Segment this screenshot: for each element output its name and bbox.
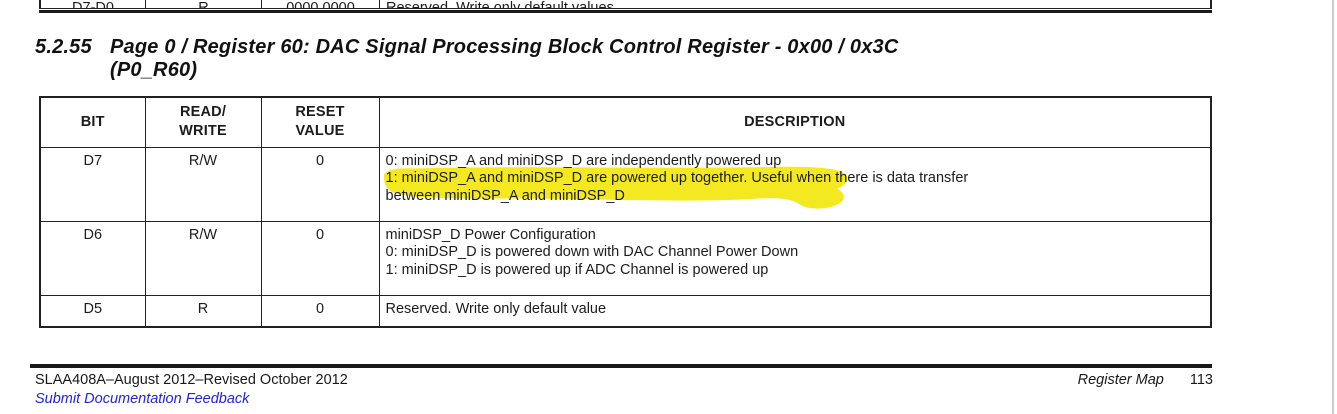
bit-cell: D6 xyxy=(39,220,146,296)
table-row: D5 R 0 Reserved. Write only default valu… xyxy=(39,294,1212,328)
description-cell: 0: miniDSP_A and miniDSP_D are independe… xyxy=(378,146,1212,222)
bit-cell: D5 xyxy=(39,294,146,328)
reset-value-cell: 0 xyxy=(260,294,380,328)
description-line: miniDSP_D Power Configuration xyxy=(385,226,596,243)
table-row: D6 R/W 0 miniDSP_D Power Configuration 0… xyxy=(39,220,1212,296)
fragment-bit-cell: D7-D0 xyxy=(41,0,146,8)
page-edge-line xyxy=(1332,0,1334,414)
description-line: 1: miniDSP_D is powered up if ADC Channe… xyxy=(385,261,769,278)
section-title-line1: Page 0 / Register 60: DAC Signal Process… xyxy=(110,36,899,58)
read-write-cell: R xyxy=(144,294,262,328)
description-line: Reserved. Write only default value xyxy=(385,300,607,317)
read-write-cell: R/W xyxy=(144,220,262,296)
description-line: 0: miniDSP_A and miniDSP_D are independe… xyxy=(385,152,782,169)
description-line-highlighted: 1: miniDSP_A and miniDSP_D are powered u… xyxy=(385,170,969,186)
fragment-rw-cell: R xyxy=(146,0,262,8)
reset-value-cell: 0 xyxy=(260,220,380,296)
table-row: D7-D0 R 0000 0000 Reserved. Write only d… xyxy=(39,0,1212,9)
fragment-description-cell: Reserved. Write only default values xyxy=(386,0,614,9)
description-cell: miniDSP_D Power Configuration 0: miniDSP… xyxy=(378,220,1212,296)
footer-rule xyxy=(30,364,1212,368)
reset-value-cell: 0 xyxy=(260,146,380,222)
col-header-bit: BIT xyxy=(39,96,146,148)
footer: SLAA408A–August 2012–Revised October 201… xyxy=(35,372,1213,388)
description-line: between miniDSP_A and miniDSP_D xyxy=(385,187,625,204)
footer-section-title: Register Map xyxy=(1077,372,1164,388)
col-header-description: DESCRIPTION xyxy=(378,96,1212,148)
previous-table-fragment: D7-D0 R 0000 0000 Reserved. Write only d… xyxy=(39,0,1212,13)
description-cell: Reserved. Write only default value xyxy=(378,294,1212,328)
section-number: 5.2.55 xyxy=(35,36,92,58)
section-title-line2: (P0_R60) xyxy=(110,59,198,81)
submit-documentation-feedback-link[interactable]: Submit Documentation Feedback xyxy=(35,391,250,407)
col-header-read-write: READ/WRITE xyxy=(144,96,262,148)
table-row: D7 R/W 0 0: miniDSP_A and miniDSP_D are … xyxy=(39,146,1212,222)
section-title: Page 0 / Register 60: DAC Signal Process… xyxy=(110,36,898,82)
document-id: SLAA408A–August 2012–Revised October 201… xyxy=(35,372,348,388)
page-number: 113 xyxy=(1189,372,1213,388)
read-write-cell: R/W xyxy=(144,146,262,222)
fragment-reset-cell: 0000 0000 xyxy=(262,0,380,8)
description-line: 0: miniDSP_D is powered down with DAC Ch… xyxy=(385,244,799,260)
section-heading: 5.2.55 Page 0 / Register 60: DAC Signal … xyxy=(35,36,898,82)
bit-cell: D7 xyxy=(39,146,146,222)
